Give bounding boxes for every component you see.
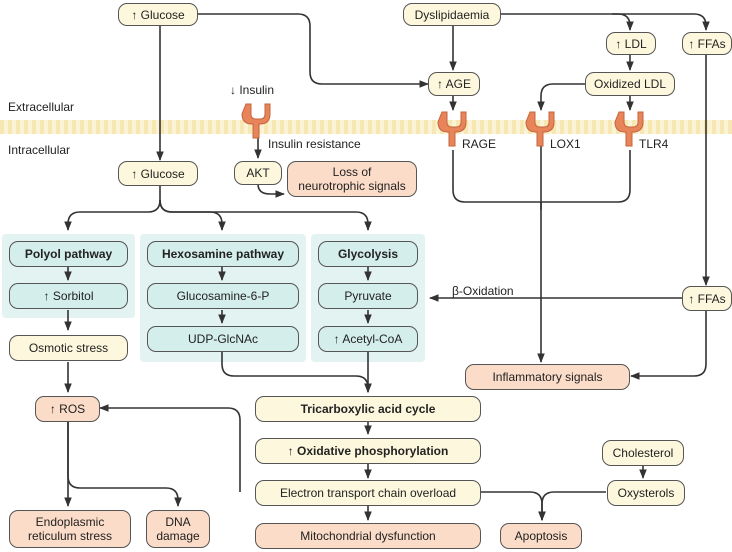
pyruvate-node: Pyruvate xyxy=(318,283,418,309)
lox1-label: LOX1 xyxy=(550,137,581,151)
cholesterol-node: Cholesterol xyxy=(602,440,684,466)
loss-of-neurotrophic-signals-node: Loss of neurotrophic signals xyxy=(287,161,417,197)
apoptosis-node: Apoptosis xyxy=(500,523,582,549)
receptor-lox1 xyxy=(525,111,555,147)
oxidative-phosphorylation-node: ↑ Oxidative phosphorylation xyxy=(255,438,481,464)
extracellular-label: Extracellular xyxy=(8,100,75,114)
insulin-resistance-label: Insulin resistance xyxy=(268,137,361,151)
er-stress-text: Endoplasmic reticulum stress xyxy=(27,515,113,543)
arrow-oxysterols-to-apoptosis xyxy=(538,491,606,521)
age-node: ↑ AGE xyxy=(428,72,480,96)
arrow-branch-glycolysis xyxy=(159,199,372,231)
arrow-ros-to-dna xyxy=(67,422,182,507)
polyol-pathway-node: Polyol pathway xyxy=(9,241,128,267)
oxysterols-node: Oxysterols xyxy=(607,480,685,506)
acetyl-coa-node: ↑ Acetyl-CoA xyxy=(318,326,418,352)
glucose-intracellular-node: ↑ Glucose xyxy=(118,161,198,186)
arrow-etc-to-apoptosis xyxy=(480,491,546,521)
glucose-node: ↑ Glucose xyxy=(118,3,198,26)
dyslipidaemia-node: Dyslipidaemia xyxy=(403,3,501,26)
electron-transport-chain-node: Electron transport chain overload xyxy=(255,480,481,506)
dna-damage-node: DNA damage xyxy=(146,510,210,548)
arrow-glucose-to-age xyxy=(198,13,429,88)
arrow-etc-to-ros xyxy=(99,404,241,492)
ldl-node: ↑ LDL xyxy=(606,32,656,55)
mitochondrial-dysfunction-node: Mitochondrial dysfunction xyxy=(255,523,481,549)
beta-oxidation-label: β-Oxidation xyxy=(452,284,514,298)
arrow-oxldl-to-lox1 xyxy=(537,83,585,111)
tca-cycle-node: Tricarboxylic acid cycle xyxy=(255,396,481,422)
dna-damage-text: DNA damage xyxy=(156,515,200,543)
arrow-branch-hexosamine xyxy=(159,199,226,231)
intracellular-label: Intracellular xyxy=(8,143,71,157)
receptor-rage xyxy=(437,111,467,147)
sorbitol-node: ↑ Sorbitol xyxy=(9,283,128,309)
oxidized-ldl-node: Oxidized LDL xyxy=(585,72,675,96)
hexosamine-pathway-node: Hexosamine pathway xyxy=(147,241,299,267)
er-stress-node: Endoplasmic reticulum stress xyxy=(9,510,131,548)
inflammatory-signals-node: Inflammatory signals xyxy=(465,364,630,390)
rage-label: RAGE xyxy=(462,137,497,151)
neurotrophic-text: Loss of neurotrophic signals xyxy=(298,165,406,193)
insulin-label: ↓ Insulin xyxy=(230,83,275,97)
arrow-dyslipidaemia-to-ffas xyxy=(612,13,710,31)
arrow-udp-to-tca xyxy=(221,352,372,393)
akt-node: AKT xyxy=(234,161,282,185)
glucosamine-node: Glucosamine-6-P xyxy=(147,283,299,309)
ffas-top-node: ↑ FFAs xyxy=(682,32,732,55)
arrow-ffas-in-to-inflammatory xyxy=(630,311,707,380)
osmotic-stress-node: Osmotic stress xyxy=(9,335,128,361)
receptor-insulin xyxy=(241,103,271,139)
ros-node: ↑ ROS xyxy=(35,396,100,422)
udp-glcnac-node: UDP-GlcNAc xyxy=(147,326,299,352)
arrow-akt-to-neuro xyxy=(257,183,285,198)
receptor-tlr4 xyxy=(614,111,644,147)
arrow-dyslipidaemia-to-ldl xyxy=(500,13,634,31)
glycolysis-node: Glycolysis xyxy=(318,241,418,267)
arrow-branch-polyol xyxy=(64,186,161,231)
ffas-intracellular-node: ↑ FFAs xyxy=(682,286,732,311)
tlr4-label: TLR4 xyxy=(639,137,669,151)
